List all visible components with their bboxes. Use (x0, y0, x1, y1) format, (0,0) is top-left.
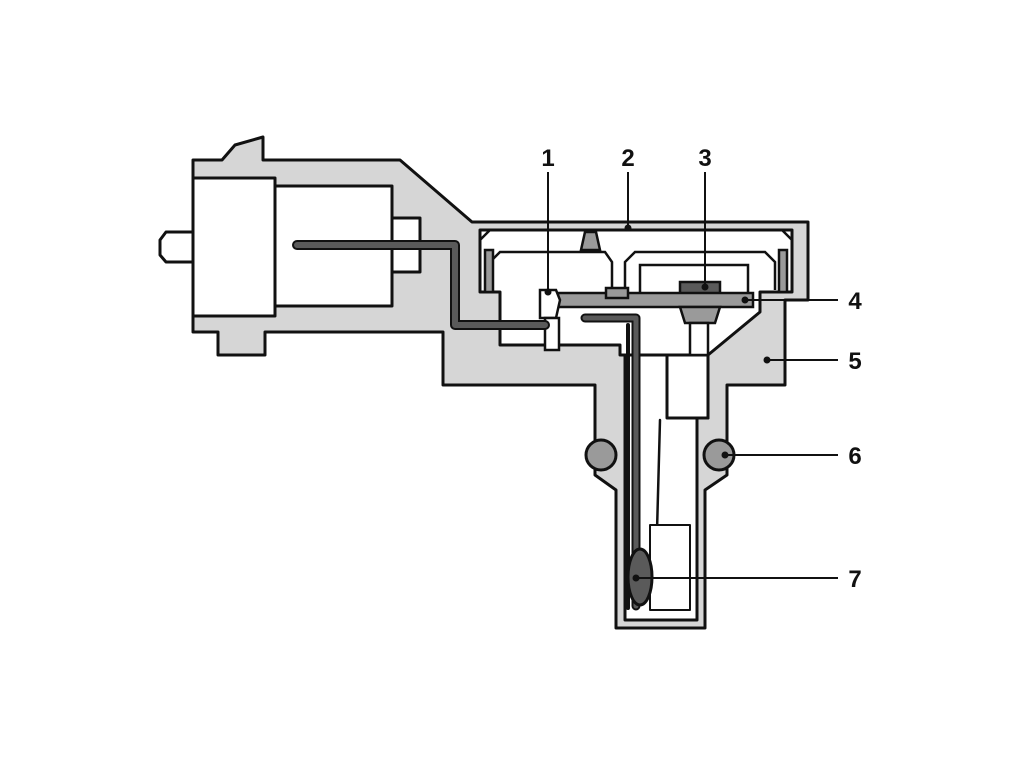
substrate-4 (556, 291, 755, 309)
label-5: 5 (848, 348, 861, 375)
callout-labels: 1 2 3 4 5 6 7 (541, 145, 862, 593)
leader-lines (544, 172, 838, 582)
connector-socket (191, 176, 277, 318)
label-7: 7 (848, 566, 861, 593)
cap (478, 228, 794, 294)
label-3: 3 (698, 145, 711, 172)
label-4: 4 (848, 288, 862, 315)
o-ring-left (584, 438, 618, 472)
sensor-housing (158, 135, 810, 630)
connector-pin-stub (158, 230, 195, 264)
label-1: 1 (541, 145, 554, 172)
wiring (292, 240, 691, 611)
measuring-cell (538, 263, 755, 357)
label-2: 2 (621, 145, 634, 172)
label-6: 6 (848, 443, 861, 470)
